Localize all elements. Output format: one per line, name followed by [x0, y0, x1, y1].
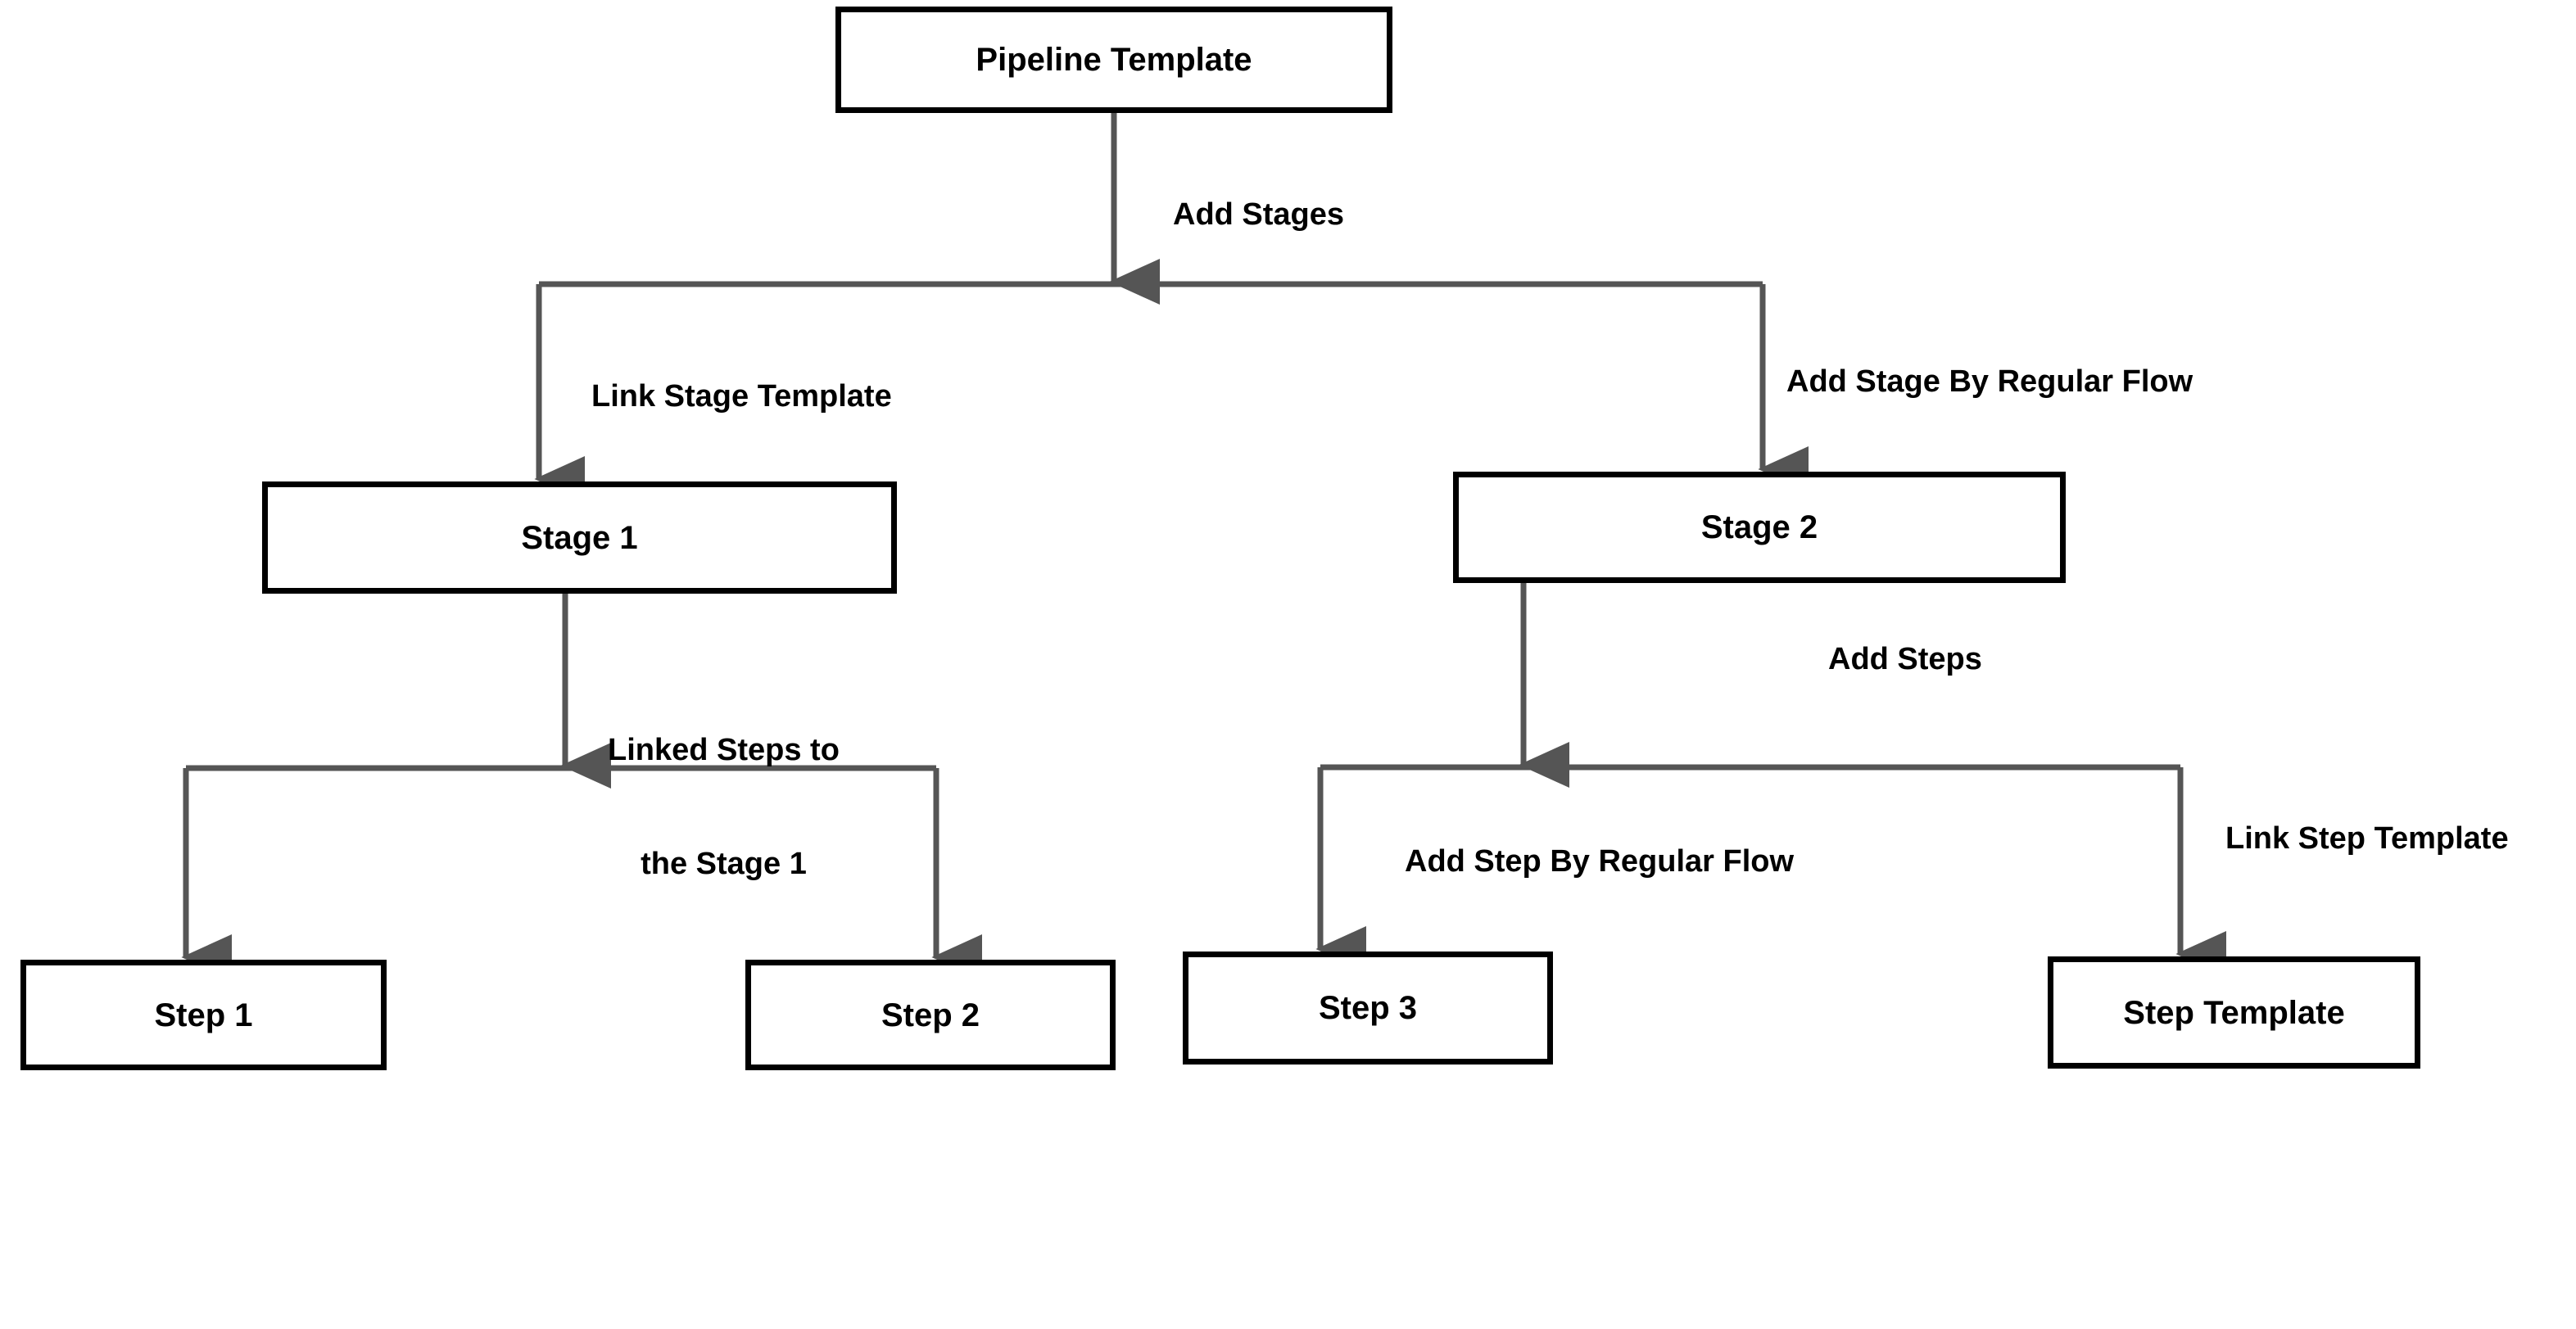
- node-step-template[interactable]: Step Template: [2048, 956, 2420, 1069]
- node-step-3[interactable]: Step 3: [1183, 952, 1553, 1065]
- edge-label-add-stage-by-regular-flow: Add Stage By Regular Flow: [1786, 364, 2193, 399]
- node-pipeline-template[interactable]: Pipeline Template: [835, 7, 1392, 113]
- node-label-stage-2: Stage 2: [1700, 509, 1818, 545]
- node-label-step-3: Step 3: [1318, 990, 1418, 1026]
- node-label-step-2: Step 2: [881, 997, 980, 1033]
- node-stage-2[interactable]: Stage 2: [1453, 472, 2066, 583]
- edge-label-add-step-by-regular-flow: Add Step By Regular Flow: [1405, 844, 1795, 879]
- edge-label-linked-steps-line-1: Linked Steps to: [608, 732, 840, 767]
- edge-label-add-stages: Add Stages: [1173, 197, 1345, 232]
- edge-label-link-stage-template: Link Stage Template: [591, 379, 892, 414]
- node-label-step-1: Step 1: [154, 997, 253, 1033]
- edge-label-link-step-template: Link Step Template: [2225, 821, 2509, 856]
- node-step-2[interactable]: Step 2: [745, 960, 1116, 1070]
- node-step-1[interactable]: Step 1: [20, 960, 387, 1070]
- edge-label-add-steps: Add Steps: [1828, 642, 1982, 676]
- node-label-stage-1: Stage 1: [521, 519, 638, 556]
- edge-label-linked-steps-line-2: the Stage 1: [641, 846, 807, 881]
- edge-label-linked-steps-to-stage-1: Linked Steps to the Stage 1: [608, 655, 840, 959]
- node-label-step-template: Step Template: [2123, 994, 2345, 1031]
- node-stage-1[interactable]: Stage 1: [262, 481, 897, 594]
- node-label-pipeline-template: Pipeline Template: [976, 42, 1252, 78]
